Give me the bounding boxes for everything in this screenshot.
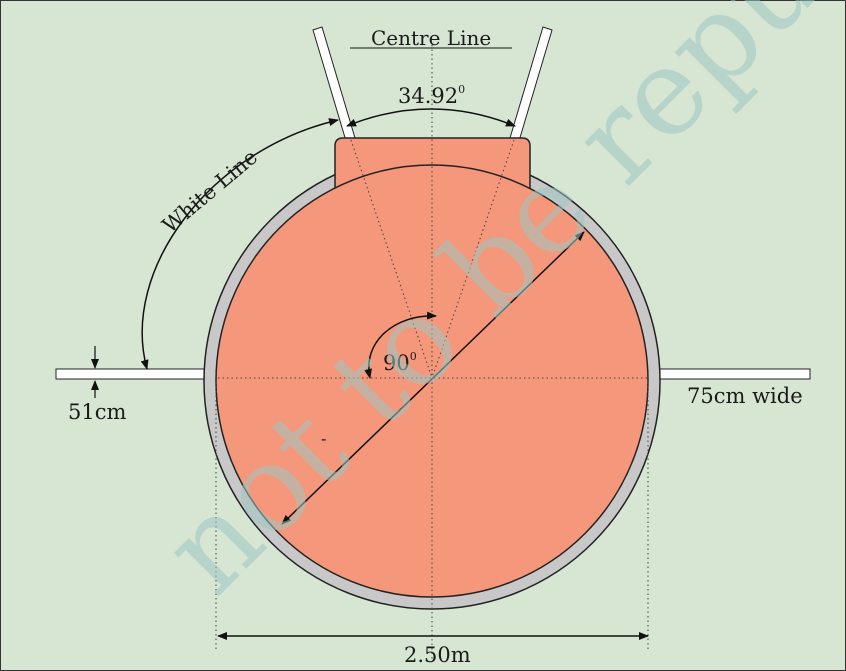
right-angle-arc	[364, 311, 437, 379]
sector-angle-label: 34.920	[398, 83, 465, 108]
sector-line-left	[312, 26, 356, 142]
white-line-label: White Line	[158, 145, 262, 238]
stray-mark: -	[321, 429, 326, 448]
white-line-width-label: 51cm	[68, 400, 126, 424]
ring-width-label: 75cm wide	[687, 384, 803, 408]
sector-dotted-left	[350, 139, 433, 379]
sector-angle-arc	[346, 108, 516, 127]
white-line-right	[649, 368, 811, 380]
sector-dotted-right	[431, 139, 515, 379]
white-line-arc	[140, 118, 339, 370]
diameter-label: 2.50m	[404, 643, 471, 667]
right-angle-label: 900	[383, 350, 417, 375]
centre-line-label: Centre Line	[371, 26, 491, 50]
white-line-left	[55, 368, 221, 380]
